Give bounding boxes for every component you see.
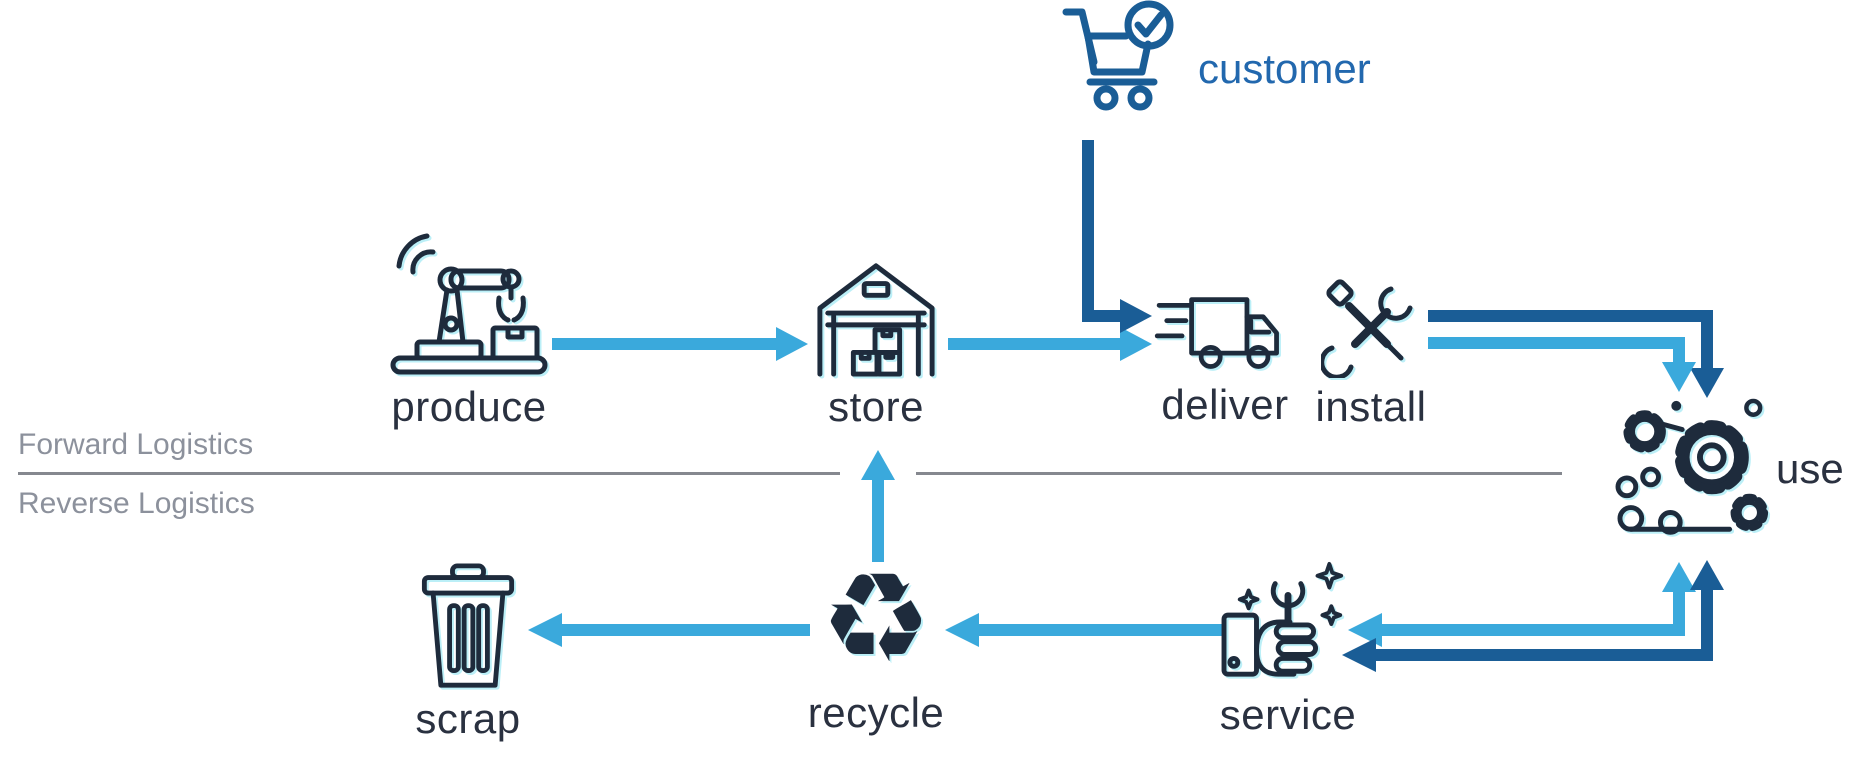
produce-label: produce [391, 383, 547, 430]
crossed-tools-icon [1321, 279, 1413, 378]
service-label: service [1219, 691, 1357, 738]
zone-divider-right [916, 472, 1562, 475]
station-install: install [1261, 278, 1481, 428]
station-service: service [1178, 560, 1398, 736]
store-label: store [828, 383, 924, 430]
delivery-truck-icon [1154, 297, 1279, 369]
recycle-label: recycle [807, 689, 945, 736]
forward-logistics-label: Forward Logistics [18, 428, 254, 461]
station-scrap: scrap [358, 562, 578, 740]
hand-wrench-icon [1221, 561, 1344, 677]
scrap-label: scrap [415, 695, 521, 742]
deliver-label: deliver [1161, 381, 1289, 428]
customer-label: customer [1198, 45, 1371, 92]
zone-divider-left [18, 472, 840, 475]
reverse-logistics-label: Reverse Logistics [18, 487, 255, 520]
install-label: install [1315, 383, 1427, 430]
station-produce: produce [359, 228, 579, 428]
warehouse-icon [817, 263, 935, 377]
cart-check-icon [1062, 0, 1174, 111]
station-deliver: deliver [1115, 292, 1335, 426]
use-label: use [1776, 445, 1844, 492]
recycle-icon: ♻ [820, 550, 932, 688]
station-store: store [766, 256, 986, 428]
station-recycle: ♻ recycle [766, 556, 986, 734]
trash-can-icon [421, 563, 515, 688]
gears-machine-icon [1615, 398, 1769, 535]
robot-arm-icon [390, 233, 548, 375]
